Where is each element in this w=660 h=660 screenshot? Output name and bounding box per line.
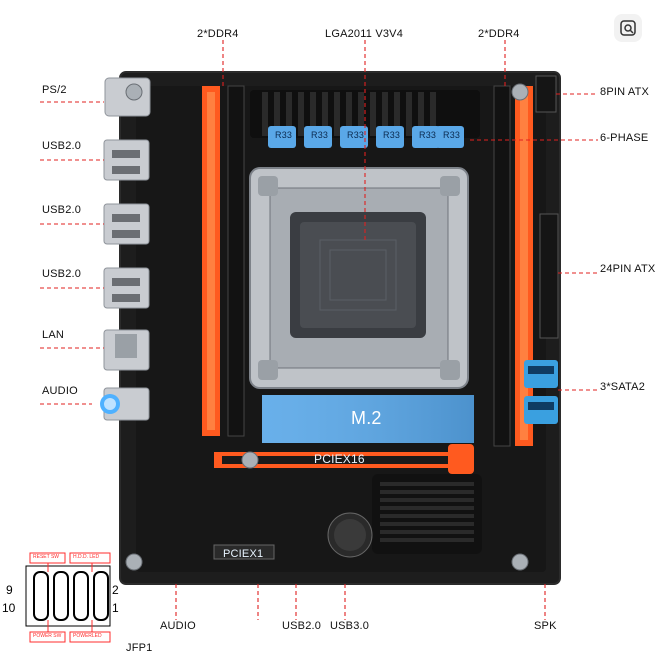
choke-r33-1: R33 [275, 130, 293, 140]
label-audio-rear: AUDIO [42, 385, 78, 397]
label-audio-front: AUDIO [160, 620, 196, 632]
pin-label-1: 1 [112, 601, 119, 615]
m2-text: M.2 [351, 408, 382, 428]
label-lan: LAN [42, 329, 64, 341]
pciex1-text: PCIEX1 [223, 548, 264, 560]
label-ps2: PS/2 [42, 84, 67, 96]
label-6phase: 6-PHASE [600, 132, 649, 144]
pin-label-10: 10 [2, 601, 16, 615]
choke-r33-3: R33 [347, 130, 365, 140]
label-24pin-atx: 24PIN ATX [600, 263, 656, 275]
jfp-reset-sw: RESET SW [33, 554, 60, 560]
choke-r33-5: R33 [419, 130, 437, 140]
label-3sata2: 3*SATA2 [600, 381, 646, 393]
label-socket: LGA2011 V3V4 [325, 28, 404, 40]
label-usb20-2: USB2.0 [42, 204, 82, 216]
label-ddr4-left: 2*DDR4 [197, 28, 239, 40]
label-8pin-atx: 8PIN ATX [600, 86, 650, 98]
jfp-hdd-led: H.D.D. LED [73, 554, 100, 560]
label-usb30-front: USB3.0 [330, 620, 370, 632]
label-usb20-1: USB2.0 [42, 140, 82, 152]
label-usb20-front: USB2.0 [282, 620, 322, 632]
label-jfp1: JFP1 [126, 642, 153, 654]
jfp-power-sw: POWER SW [33, 633, 62, 639]
choke-r33-6: R33 [443, 130, 461, 140]
choke-r33-4: R33 [383, 130, 401, 140]
jfp1-pinout-diagram: 9 10 2 1 RESET SW H.D.D. LED POWER SW PO… [0, 548, 125, 648]
label-ddr4-right: 2*DDR4 [478, 28, 520, 40]
pin-label-9: 9 [6, 583, 13, 597]
lens-search-icon[interactable] [614, 14, 642, 42]
pciex16-text: PCIEX16 [314, 452, 365, 466]
label-usb20-3: USB2.0 [42, 268, 82, 280]
jfp-power-led: POWERLED [73, 633, 102, 639]
choke-r33-2: R33 [311, 130, 329, 140]
label-spk: SPK [534, 620, 557, 632]
pin-label-2: 2 [112, 583, 119, 597]
